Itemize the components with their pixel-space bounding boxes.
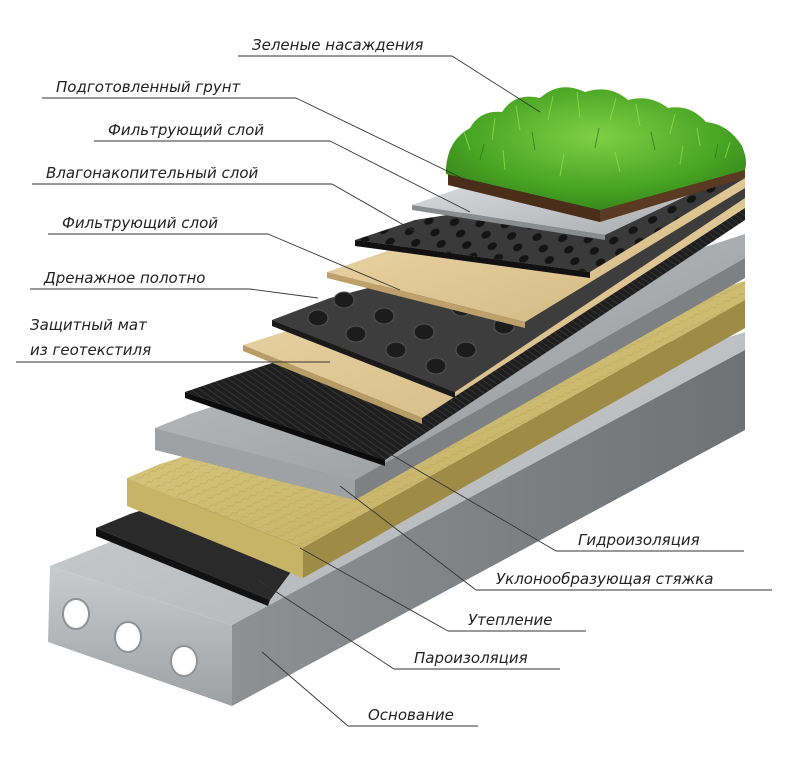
label-prepared-soil-text: Подготовленный грунт xyxy=(56,78,242,96)
label-slope-screed: Уклонообразующая стяжка xyxy=(339,485,772,591)
label-base-text: Основание xyxy=(368,706,454,724)
label-protective-mat-line1: Защитный мат xyxy=(30,316,148,334)
grass-mass xyxy=(446,87,746,210)
label-waterproofing: Гидроизоляция xyxy=(379,447,744,552)
drainage-dimples xyxy=(307,283,515,375)
label-filter-layer-1: Фильтрующий слой xyxy=(94,121,471,213)
label-prepared-soil: Подготовленный грунт xyxy=(42,78,471,183)
grass-blades xyxy=(463,91,731,177)
label-base: Основание xyxy=(261,651,478,727)
label-protective-mat-line2: из геотекстиля xyxy=(30,341,151,359)
label-protective-mat: Защитный мат из геотекстиля xyxy=(16,316,330,363)
soil-and-grass xyxy=(446,87,746,222)
label-water-storage-layer: Влагонакопительный слой xyxy=(32,164,431,241)
base-slab-side xyxy=(232,350,745,706)
label-vapor-barrier: Пароизоляция xyxy=(257,579,560,670)
label-vapor-barrier-text: Пароизоляция xyxy=(414,649,528,667)
label-filter-layer-2: Фильтрующий слой xyxy=(48,214,401,291)
slab-hole-1 xyxy=(62,598,90,630)
label-water-storage-layer-text: Влагонакопительный слой xyxy=(46,164,258,182)
label-green-plants-text: Зеленые насаждения xyxy=(252,36,423,54)
slab-hole-3 xyxy=(170,645,198,677)
label-insulation: Утепление xyxy=(299,547,586,632)
label-insulation-text: Утепление xyxy=(468,611,553,629)
slab-hole-2 xyxy=(114,621,142,653)
label-drainage-sheet: Дренажное полотно xyxy=(30,269,319,299)
label-waterproofing-text: Гидроизоляция xyxy=(578,531,700,549)
label-filter-layer-1-text: Фильтрующий слой xyxy=(108,121,264,139)
label-slope-screed-text: Уклонообразующая стяжка xyxy=(496,570,713,588)
label-filter-layer-2-text: Фильтрующий слой xyxy=(62,214,218,232)
label-drainage-sheet-text: Дренажное полотно xyxy=(43,269,205,287)
label-green-plants: Зеленые насаждения xyxy=(238,36,541,113)
